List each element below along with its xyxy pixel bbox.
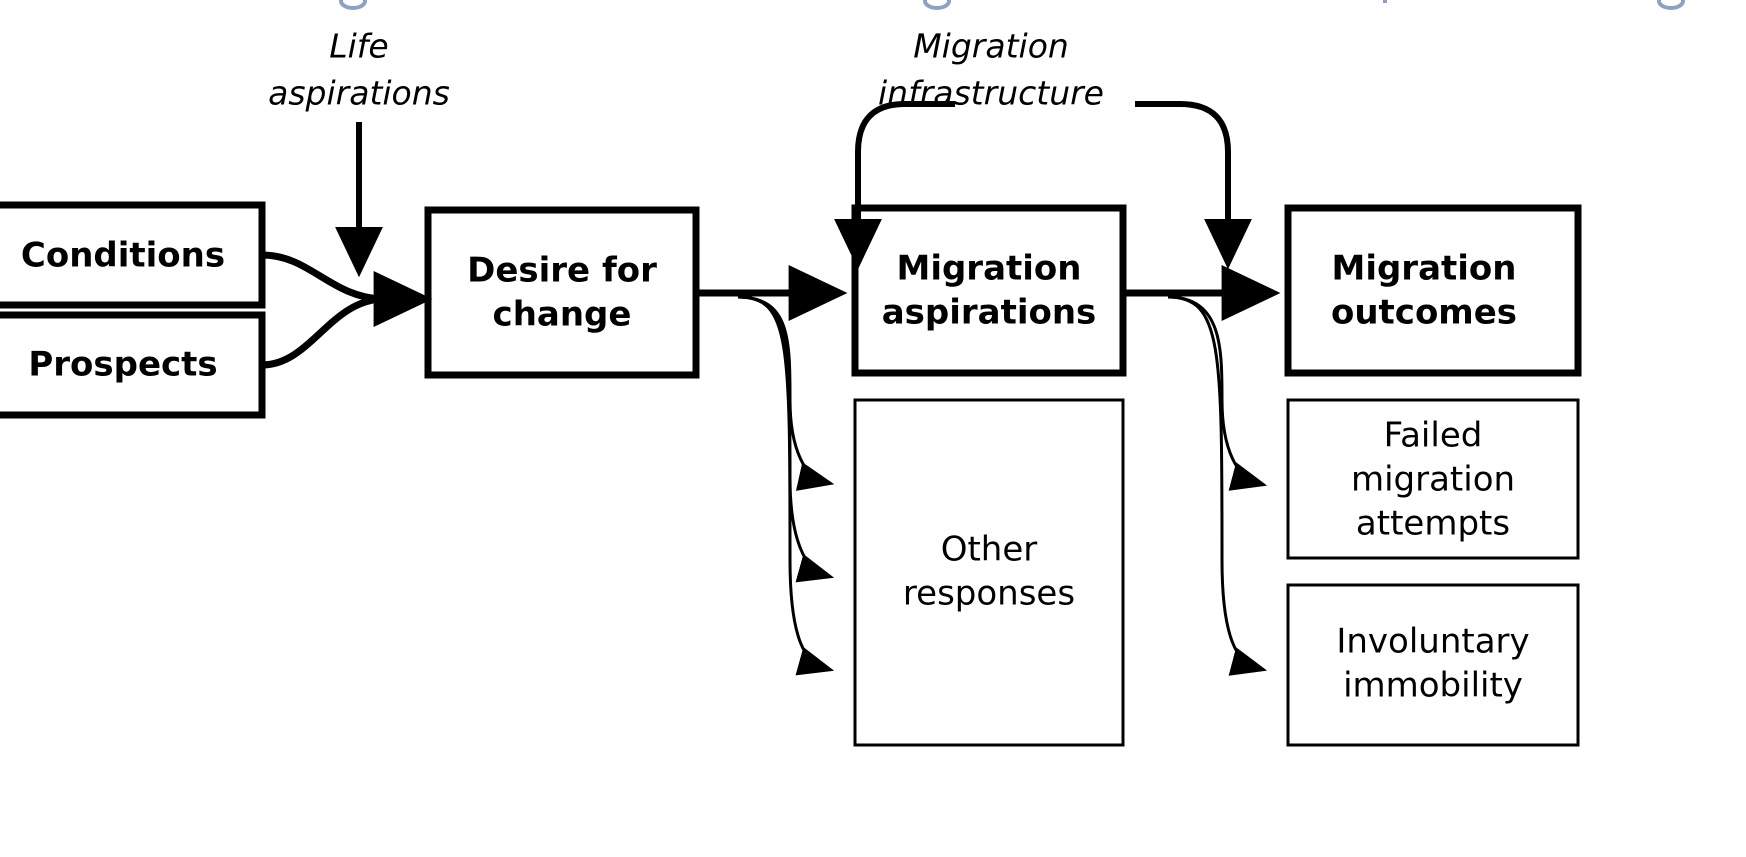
prospects-box[interactable] [0,311,266,419]
prospects-label: Prospects [28,345,217,385]
migration-aspirations-label-line2: aspirations [882,293,1097,333]
edge-conditions-to-desire [261,251,383,303]
node-prospects[interactable]: Prospects [0,311,266,419]
failed-migration-attempts-label-line1: Failed [1384,416,1483,456]
migration-aspirations-label-line1: Migration [896,249,1081,289]
edges-desire-to-other-responses [737,295,835,676]
conditions-label: Conditions [21,236,225,276]
edge-prospects-to-desire [261,295,383,369]
node-desire-for-change[interactable]: Desire for change [424,206,700,379]
failed-migration-attempts-label-line3: attempts [1356,504,1510,544]
failed-migration-attempts-box[interactable] [1286,398,1580,560]
involuntary-immobility-box[interactable] [1286,583,1580,747]
cropped-caption-sliver [339,0,1685,10]
desire-for-change-label-line1: Desire for [467,251,657,291]
life-aspirations-line1: Life [329,27,388,66]
node-other-responses[interactable]: Other responses [853,398,1125,747]
other-responses-label-line1: Other [941,530,1038,570]
node-involuntary-immobility[interactable]: Involuntary immobility [1286,583,1580,747]
life-aspirations-line2: aspirations [268,74,450,113]
migration-aspirations-box[interactable] [851,204,1127,377]
migration-infrastructure-arrow-right [1135,101,1252,270]
node-migration-aspirations[interactable]: Migration aspirations [851,204,1127,377]
involuntary-immobility-label-line2: immobility [1343,666,1523,706]
edge-conditions-prospects-merge [261,251,433,369]
edge-desire-to-other-responses-3 [737,295,835,676]
node-failed-migration-attempts[interactable]: Failed migration attempts [1286,398,1580,560]
other-responses-box[interactable] [853,398,1125,747]
edges-aspirations-to-outcomes-alt [1167,295,1268,676]
migration-infrastructure-arrow-left [834,101,955,270]
desire-for-change-box[interactable] [424,206,700,379]
migration-infrastructure-line1: Migration [913,27,1069,66]
migration-outcomes-box[interactable] [1284,204,1582,377]
node-migration-outcomes[interactable]: Migration outcomes [1284,204,1582,377]
migration-outcomes-label-line2: outcomes [1331,293,1517,333]
edge-aspirations-to-failed-migration [1167,295,1268,491]
other-responses-label-line2: responses [903,574,1075,614]
desire-for-change-label-line2: change [493,295,632,335]
edge-aspirations-to-involuntary-immobility [1167,295,1268,676]
failed-migration-attempts-label-line2: migration [1351,460,1515,500]
edge-label-migration-infrastructure: Migration infrastructure [834,27,1252,270]
node-conditions[interactable]: Conditions [0,201,266,309]
involuntary-immobility-label-line1: Involuntary [1336,622,1529,662]
edge-label-life-aspirations: Life aspirations [268,27,450,278]
migration-outcomes-label-line1: Migration [1331,249,1516,289]
